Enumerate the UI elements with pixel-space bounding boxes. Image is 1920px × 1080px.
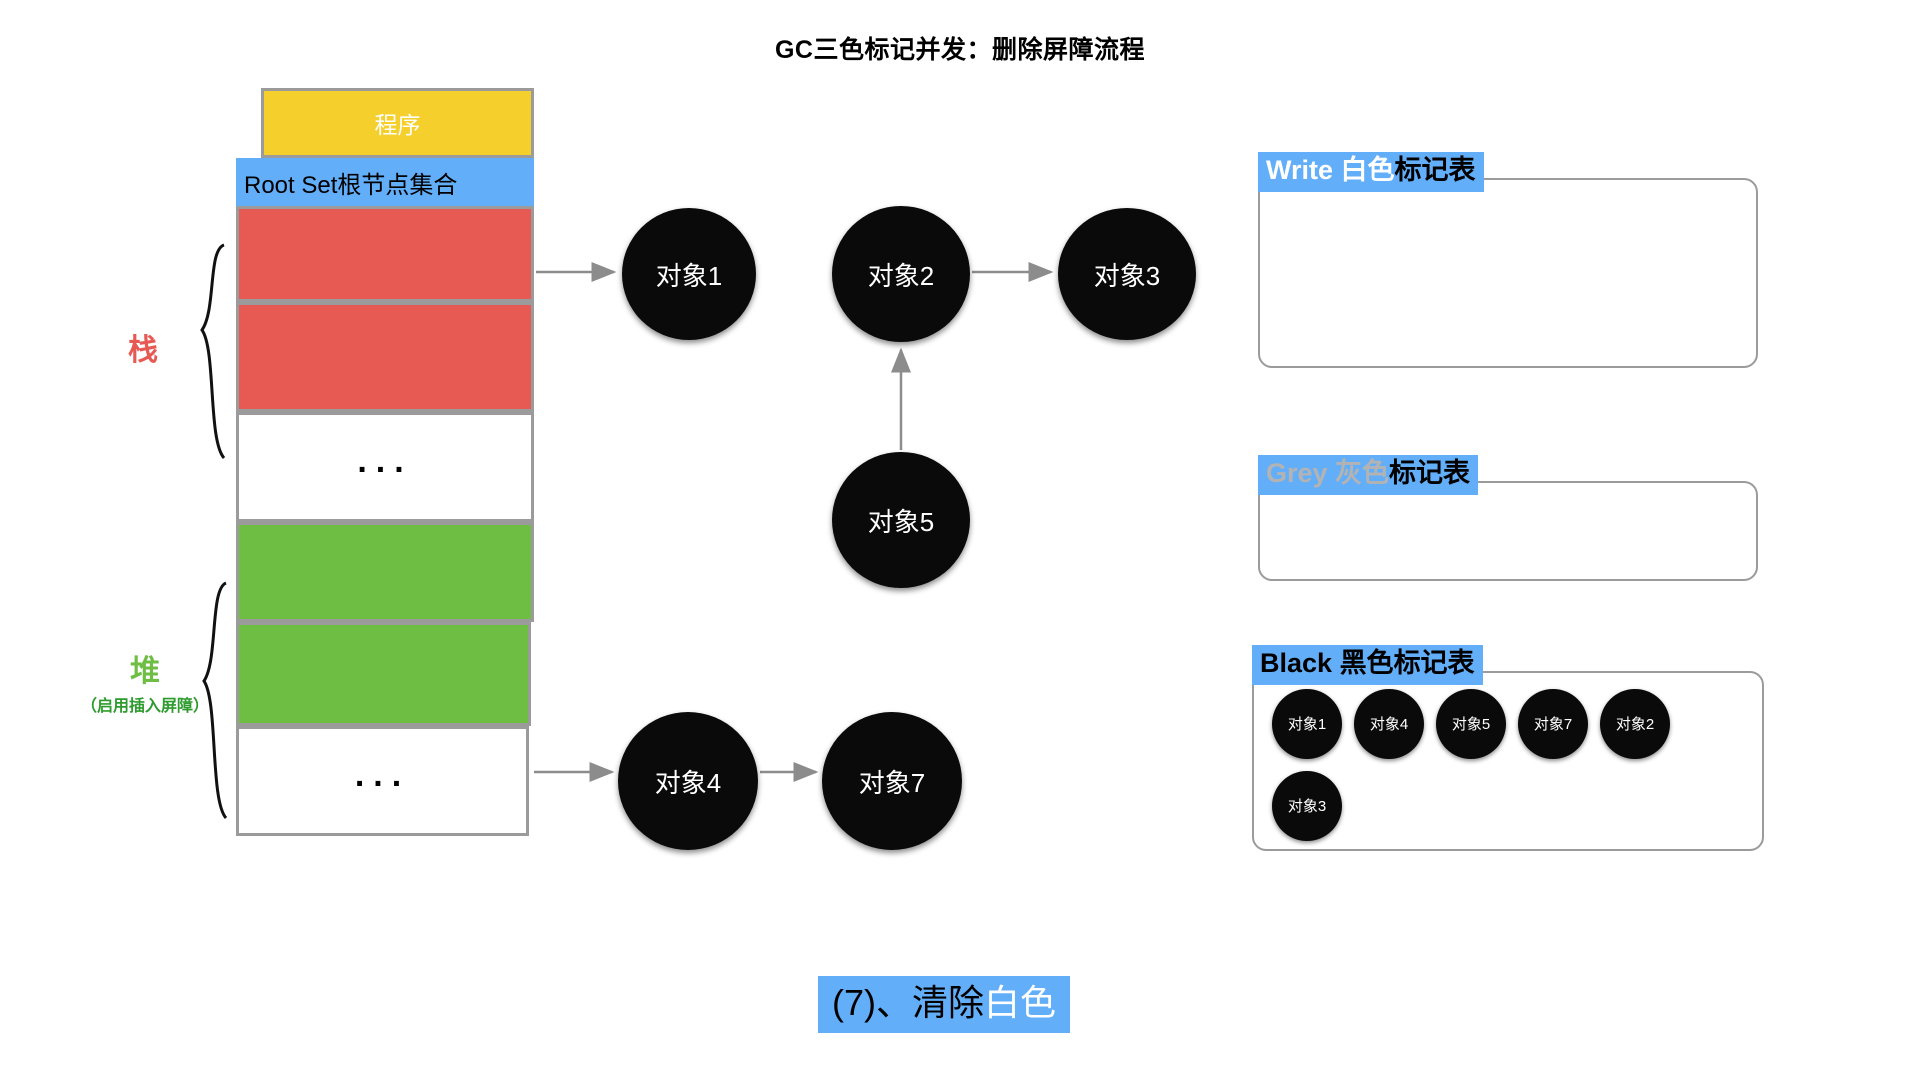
stack-label: 栈 xyxy=(128,334,158,367)
memory-cell-root-set: Root Set根节点集合 xyxy=(236,158,534,206)
caption-en: Black xyxy=(1260,648,1340,678)
black-table-chip[interactable]: 对象5 xyxy=(1436,688,1506,759)
graph-node-obj4[interactable]: 对象4 xyxy=(618,712,758,850)
graph-node-label: 对象2 xyxy=(867,260,935,291)
memory-cell-heap-ellipsis: ... xyxy=(236,726,529,836)
stack-ellipsis-dots: ... xyxy=(357,442,413,480)
black-mark-table-box: 对象1 对象4 对象5 对象7 对象2 对象3 xyxy=(1252,670,1764,851)
grey-mark-table-box xyxy=(1258,480,1758,581)
caption-cn-plain: 标记表 xyxy=(1393,648,1475,678)
step-caption-highlighted: 白色 xyxy=(984,982,1057,1023)
step-caption: (7)、清除白色 xyxy=(818,976,1071,1034)
black-mark-table: Black 黑色标记表 对象1 对象4 对象5 对象7 对象2 对象3 xyxy=(1252,645,1764,851)
caption-en: Write xyxy=(1266,155,1341,185)
heap-label: 堆 xyxy=(130,655,160,688)
black-table-row: 对象3 xyxy=(1272,770,1762,841)
graph-node-obj7[interactable]: 对象7 xyxy=(822,712,962,850)
caption-cn-plain: 标记表 xyxy=(1389,458,1471,488)
graph-node-label: 对象4 xyxy=(654,767,722,798)
heap-ellipsis-dots: ... xyxy=(354,756,411,794)
graph-node-label: 对象3 xyxy=(1093,260,1161,291)
stack-brace xyxy=(200,243,226,459)
black-table-chip[interactable]: 对象1 xyxy=(1272,688,1342,759)
page-title: GC三色标记并发：删除屏障流程 xyxy=(774,36,1145,64)
black-mark-table-caption: Black 黑色标记表 xyxy=(1252,645,1483,685)
program-label: 程序 xyxy=(374,112,421,138)
black-table-chip[interactable]: 对象7 xyxy=(1518,688,1588,759)
memory-cell-program: 程序 xyxy=(261,88,534,158)
root-set-label: Root Set根节点集合 xyxy=(244,171,458,199)
graph-node-obj2[interactable]: 对象2 xyxy=(832,206,970,342)
heap-label-group: 堆 （启用插入屏障） xyxy=(60,655,230,716)
memory-cell-stack-slot-2 xyxy=(236,302,534,412)
caption-cn-colored: 白色 xyxy=(1340,155,1395,185)
white-mark-table-caption: Write 白色标记表 xyxy=(1258,152,1484,192)
step-caption-plain: (7)、清除 xyxy=(832,982,984,1023)
white-mark-table: Write 白色标记表 xyxy=(1258,152,1758,368)
caption-cn-plain: 标记表 xyxy=(1394,155,1476,185)
graph-node-label: 对象5 xyxy=(867,506,935,537)
caption-en: Grey xyxy=(1266,458,1336,488)
heap-sublabel: （启用插入屏障） xyxy=(80,698,209,715)
grey-mark-table-caption: Grey 灰色标记表 xyxy=(1258,455,1479,495)
memory-cell-heap-slot-1 xyxy=(236,522,534,622)
black-table-chip[interactable]: 对象2 xyxy=(1600,688,1670,759)
white-mark-table-box xyxy=(1258,177,1758,368)
graph-node-label: 对象7 xyxy=(858,767,926,798)
memory-cell-stack-slot-1 xyxy=(236,206,534,302)
black-table-chip[interactable]: 对象4 xyxy=(1354,688,1424,759)
graph-node-obj3[interactable]: 对象3 xyxy=(1058,208,1196,340)
caption-cn-colored: 黑色 xyxy=(1339,648,1394,678)
graph-node-label: 对象1 xyxy=(655,260,723,291)
memory-cell-heap-slot-2 xyxy=(236,622,531,726)
graph-node-obj1[interactable]: 对象1 xyxy=(622,208,756,340)
black-table-chip[interactable]: 对象3 xyxy=(1272,770,1342,841)
caption-cn-colored: 灰色 xyxy=(1335,458,1390,488)
memory-column: 程序 Root Set根节点集合 ... ... xyxy=(236,88,534,836)
black-table-row: 对象1 对象4 对象5 对象7 对象2 xyxy=(1272,688,1762,759)
memory-cell-stack-ellipsis: ... xyxy=(236,412,534,522)
graph-node-obj5[interactable]: 对象5 xyxy=(832,452,970,588)
grey-mark-table: Grey 灰色标记表 xyxy=(1258,455,1758,581)
